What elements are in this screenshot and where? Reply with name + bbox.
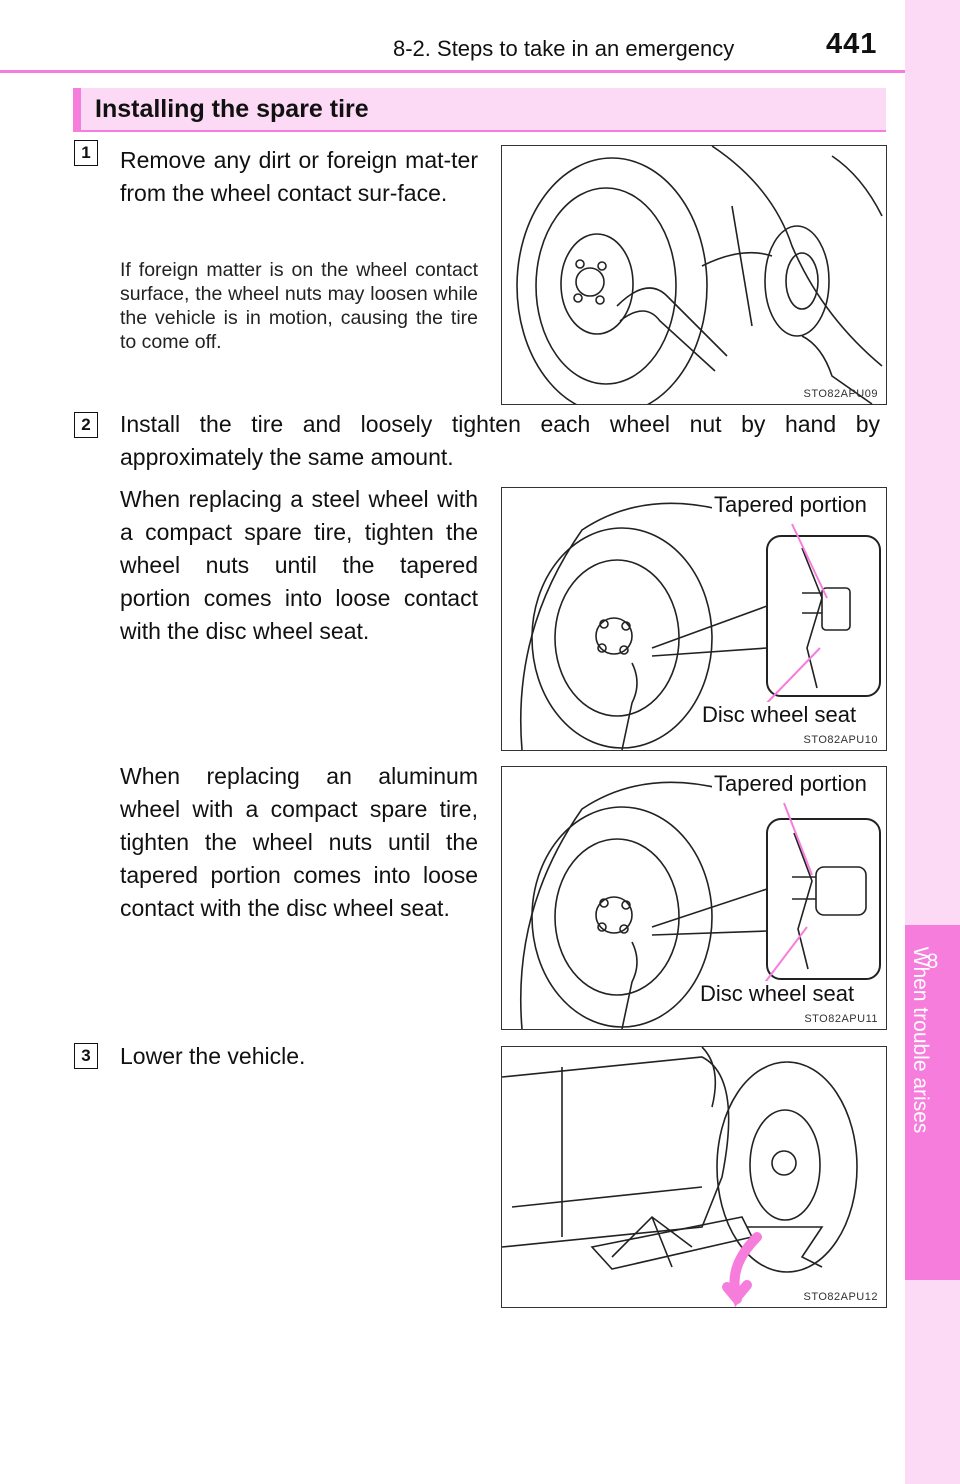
figure-code: STO82APU10 bbox=[803, 734, 878, 746]
header-rule bbox=[0, 70, 905, 73]
section-title: 8-2. Steps to take in an emergency bbox=[393, 36, 735, 61]
figure-steel-wheel: Tapered portion Disc wheel seat STO82APU… bbox=[501, 487, 887, 751]
page-number: 441 bbox=[826, 28, 878, 60]
heading-title: Installing the spare tire bbox=[95, 95, 369, 123]
step-2-badge: 2 bbox=[74, 412, 98, 438]
callout-tapered-portion: Tapered portion bbox=[712, 492, 869, 518]
rotate-arrow-icon bbox=[722, 1232, 762, 1307]
heading-bar bbox=[73, 88, 886, 132]
step-3-badge: 3 bbox=[74, 1043, 98, 1069]
steel-wheel-text: When replacing a steel wheel with a comp… bbox=[120, 486, 478, 644]
lower-vehicle-illustration bbox=[502, 1047, 858, 1307]
step-1-badge: 1 bbox=[74, 140, 98, 166]
callout-disc-wheel-seat: Disc wheel seat bbox=[700, 702, 859, 728]
callout-tapered-portion: Tapered portion bbox=[712, 771, 869, 797]
heading-accent bbox=[73, 88, 81, 132]
callout-disc-wheel-seat: Disc wheel seat bbox=[698, 981, 857, 1007]
step-3-text: Lower the vehicle. bbox=[120, 1043, 306, 1069]
figure-wheel-cleaning: STO82APU09 bbox=[501, 145, 887, 405]
figure-code: STO82APU11 bbox=[804, 1013, 878, 1025]
steel-wheel-illustration bbox=[519, 502, 881, 750]
aluminum-wheel-illustration bbox=[519, 781, 881, 1029]
chapter-number: 8 bbox=[926, 950, 939, 973]
chapter-title: When trouble arises bbox=[909, 946, 932, 1134]
step-1-text: Remove any dirt or foreign mat-ter from … bbox=[120, 147, 478, 206]
figure-code: STO82APU09 bbox=[803, 388, 878, 400]
figure-aluminum-wheel: Tapered portion Disc wheel seat STO82APU… bbox=[501, 766, 887, 1030]
figure-lower-vehicle: STO82APU12 bbox=[501, 1046, 887, 1308]
step-1-note: If foreign matter is on the wheel contac… bbox=[120, 259, 478, 353]
wheel-cleaning-illustration bbox=[516, 146, 883, 404]
figure-code: STO82APU12 bbox=[803, 1291, 878, 1303]
step-2-text: Install the tire and loosely tighten eac… bbox=[120, 411, 880, 470]
aluminum-wheel-text: When replacing an aluminum wheel with a … bbox=[120, 763, 478, 921]
chapter-tab[interactable] bbox=[905, 925, 960, 1280]
